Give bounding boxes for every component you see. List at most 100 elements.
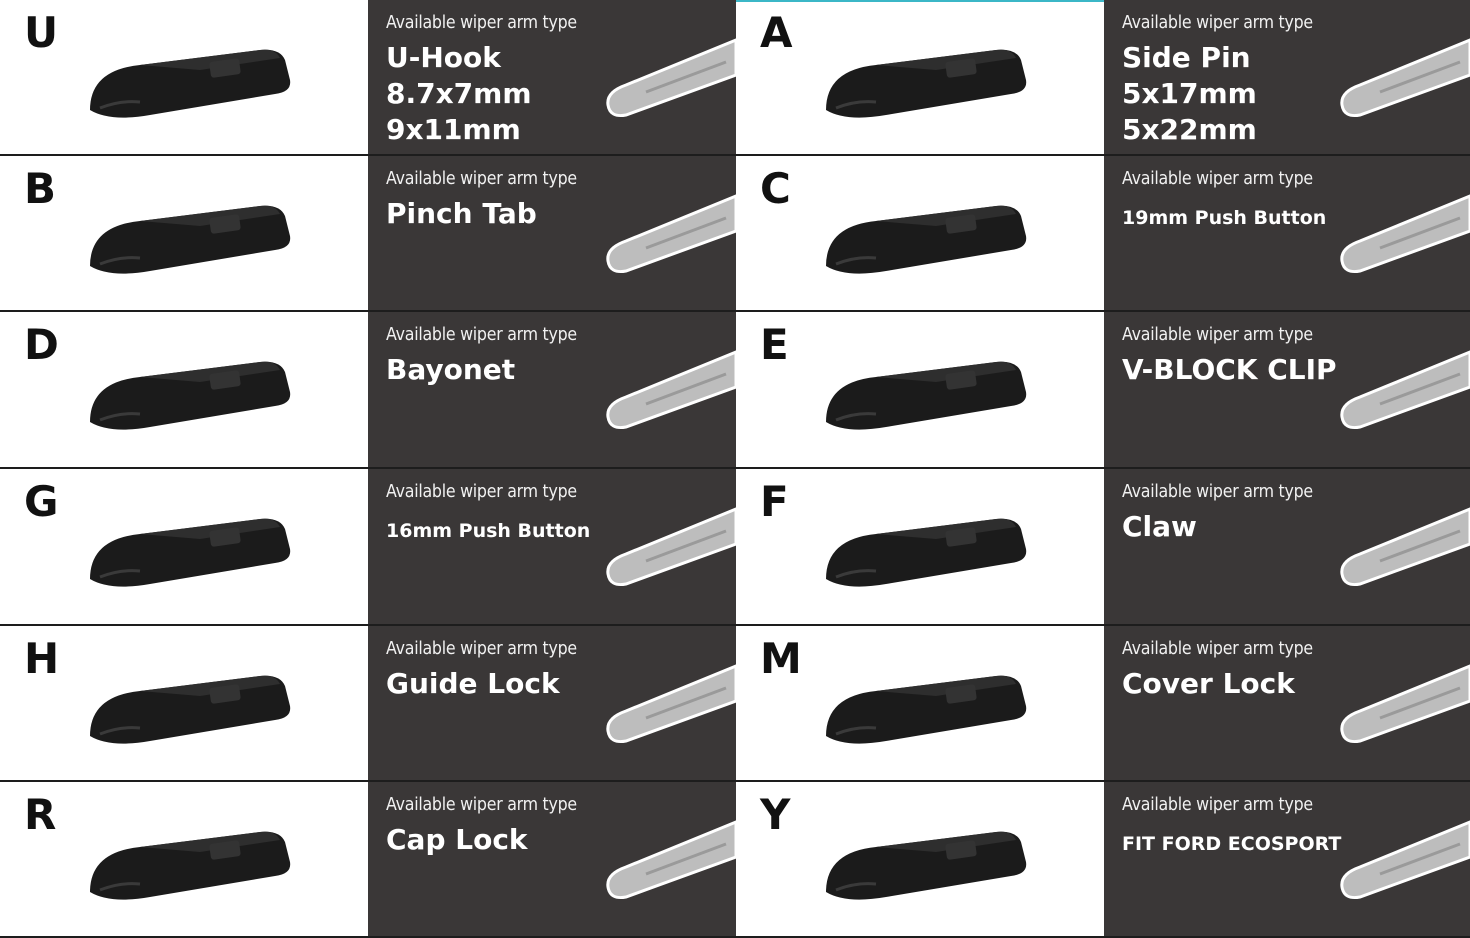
adapter-letter: M [760, 634, 802, 683]
adapter-letter: C [760, 164, 791, 213]
adapter-cell: F [736, 469, 1104, 626]
adapter-image [816, 30, 1036, 130]
arm-type-name-line: Cover Lock [1122, 667, 1295, 700]
adapter-cell: G [0, 469, 368, 626]
wiper-arm-image [1320, 30, 1470, 140]
arm-type-name: Claw [1122, 509, 1197, 545]
arm-type-caption: Available wiper arm type [386, 638, 577, 659]
arm-type-name-line: Claw [1122, 510, 1197, 543]
wiper-arm-image [1320, 342, 1470, 452]
adapter-image [816, 186, 1036, 286]
arm-type-caption: Available wiper arm type [1122, 481, 1313, 502]
arm-type-name-line: V-BLOCK CLIP [1122, 353, 1337, 386]
arm-type-name: Bayonet [386, 352, 515, 388]
arm-type-name-line: 5x17mm [1122, 77, 1257, 110]
arm-type-caption: Available wiper arm type [1122, 638, 1313, 659]
adapter-cell: H [0, 626, 368, 782]
adapter-cell: E [736, 312, 1104, 469]
adapter-letter: R [24, 790, 57, 839]
adapter-image [80, 30, 300, 130]
adapter-cell: M [736, 626, 1104, 782]
adapter-image [80, 499, 300, 599]
adapter-letter: E [760, 320, 789, 369]
wiper-arm-image [586, 342, 736, 452]
adapter-cell: C [736, 156, 1104, 312]
arm-type-name-line: Bayonet [386, 353, 516, 386]
wiper-arm-image [586, 656, 736, 766]
adapter-image [80, 812, 300, 912]
adapter-letter: B [24, 164, 57, 213]
adapter-cell: B [0, 156, 368, 312]
wiper-arm-image [586, 499, 736, 609]
adapter-image [80, 186, 300, 286]
adapter-image [80, 342, 300, 442]
adapter-cell: A [736, 0, 1104, 156]
arm-type-caption: Available wiper arm type [1122, 168, 1313, 189]
accent-line [736, 0, 1104, 2]
adapter-letter: G [24, 477, 59, 526]
arm-type-name: 16mm Push Button [386, 513, 590, 549]
arm-type-name: V-BLOCK CLIP [1122, 352, 1337, 388]
adapter-cell: Y [736, 782, 1104, 938]
arm-type-caption: Available wiper arm type [386, 481, 577, 502]
wiper-arm-image [586, 186, 736, 296]
arm-type-cell: Available wiper arm type 16mm Push Button [368, 469, 736, 626]
adapter-letter: A [760, 8, 793, 57]
arm-type-name-line: 5x22mm [1122, 113, 1257, 146]
arm-type-caption: Available wiper arm type [1122, 324, 1313, 345]
adapter-cell: U [0, 0, 368, 156]
arm-type-name: Cap Lock [386, 822, 528, 858]
adapter-letter: H [24, 634, 60, 683]
adapter-cell: D [0, 312, 368, 469]
arm-type-name: Cover Lock [1122, 666, 1295, 702]
adapter-image [80, 656, 300, 756]
adapter-image [816, 656, 1036, 756]
arm-type-name-line: 9x11mm [386, 113, 521, 146]
arm-type-name-line: Cap Lock [386, 823, 528, 856]
arm-type-name-line: 8.7x7mm [386, 77, 532, 110]
adapter-image [816, 342, 1036, 442]
adapter-image [816, 812, 1036, 912]
arm-type-name: FIT FORD ECOSPORT [1122, 826, 1341, 862]
wiper-arm-image [1320, 186, 1470, 296]
arm-type-name: Pinch Tab [386, 196, 537, 232]
adapter-cell: R [0, 782, 368, 938]
arm-type-name-line: FIT FORD ECOSPORT [1122, 833, 1342, 855]
arm-type-caption: Available wiper arm type [386, 12, 577, 33]
arm-type-cell: Available wiper arm type 19mm Push Button [1104, 156, 1470, 312]
arm-type-caption: Available wiper arm type [386, 794, 577, 815]
wiper-arm-image [586, 812, 736, 922]
wiper-arm-image [586, 30, 736, 140]
wiper-arm-image [1320, 656, 1470, 766]
arm-type-name-line: U-Hook [386, 41, 501, 74]
wiper-arm-image [1320, 499, 1470, 609]
arm-type-name-line: Pinch Tab [386, 197, 537, 230]
arm-type-name-line: 19mm Push Button [1122, 207, 1327, 229]
arm-type-name: 19mm Push Button [1122, 200, 1326, 236]
adapter-letter: F [760, 477, 789, 526]
arm-type-name: Guide Lock [386, 666, 560, 702]
adapter-letter: Y [760, 790, 791, 839]
adapter-image [816, 499, 1036, 599]
arm-type-caption: Available wiper arm type [386, 324, 577, 345]
arm-type-name-line: 16mm Push Button [386, 520, 591, 542]
adapter-letter: D [24, 320, 59, 369]
adapter-letter: U [24, 8, 59, 57]
arm-type-name-line: Side Pin [1122, 41, 1251, 74]
arm-type-name-line: Guide Lock [386, 667, 560, 700]
arm-type-caption: Available wiper arm type [386, 168, 577, 189]
wiper-arm-image [1320, 812, 1470, 922]
arm-type-caption: Available wiper arm type [1122, 12, 1313, 33]
